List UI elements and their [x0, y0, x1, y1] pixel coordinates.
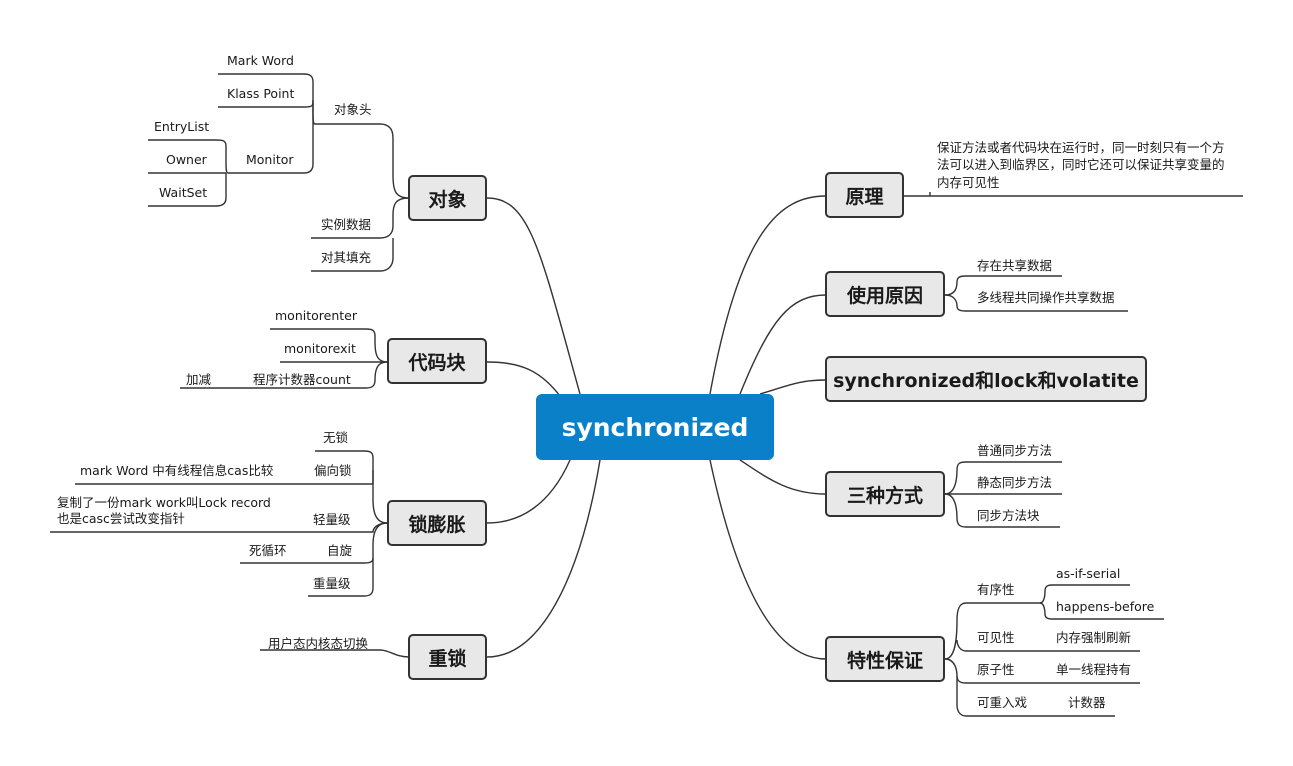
label-owner: Owner — [166, 152, 207, 167]
link-heavy — [486, 459, 601, 658]
label-biased-note: mark Word 中有线程信息cas比较 — [80, 463, 274, 478]
label-monitorexit: monitorexit — [284, 341, 356, 356]
central-topic[interactable]: synchronized — [536, 394, 774, 460]
label-multi-thread: 多线程共同操作共享数据 — [977, 290, 1115, 305]
label-static-sync: 静态同步方法 — [977, 475, 1053, 490]
label-object-header: 对象头 — [334, 102, 372, 117]
label-principle-line1: 保证方法或者代码块在运行时，同一时刻只有一个方 — [937, 140, 1225, 155]
label-memory-flush: 内存强制刷新 — [1056, 630, 1132, 645]
label-biased-lock: 偏向锁 — [314, 463, 352, 478]
label-reentrant: 可重入戏 — [977, 695, 1028, 710]
label-counter: 计数器 — [1068, 695, 1106, 710]
topic-reason[interactable]: 使用原因 — [825, 271, 945, 317]
link-feature — [709, 459, 827, 660]
label-single-thread: 单一线程持有 — [1056, 662, 1132, 677]
topic-code-block[interactable]: 代码块 — [387, 338, 487, 384]
label-monitorenter: monitorenter — [275, 308, 357, 323]
label-no-lock: 无锁 — [323, 430, 349, 445]
link-compare — [759, 379, 827, 395]
label-ordering: 有序性 — [977, 582, 1015, 597]
label-light-note-1: 复制了一份mark work叫Lock record — [57, 495, 271, 510]
label-shared-data: 存在共享数据 — [977, 258, 1053, 273]
link-reason — [739, 294, 827, 395]
link-block — [486, 361, 561, 397]
label-light-note-2: 也是casc尝试改变指针 — [57, 511, 185, 526]
link-three — [739, 459, 827, 495]
label-mode-switch: 用户态内核态切换 — [268, 636, 369, 651]
label-spin: 自旋 — [327, 543, 353, 558]
label-entry-list: EntryList — [154, 119, 210, 134]
label-program-counter: 程序计数器count — [253, 372, 351, 387]
label-principle-line2: 法可以进入到临界区，同时它还可以保证共享变量的 — [937, 157, 1225, 172]
link-principle — [709, 195, 827, 395]
label-wait-set: WaitSet — [159, 185, 208, 200]
label-infinite-loop: 死循环 — [249, 543, 287, 558]
label-padding: 对其填充 — [321, 250, 372, 265]
label-lightweight: 轻量级 — [313, 512, 351, 527]
label-visibility: 可见性 — [977, 630, 1015, 645]
label-monitor: Monitor — [246, 152, 294, 167]
topic-lock-inflation[interactable]: 锁膨胀 — [387, 500, 487, 546]
label-as-if-serial: as-if-serial — [1056, 566, 1121, 581]
link-object — [486, 197, 581, 395]
topic-compare[interactable]: synchronized和lock和volatite — [825, 356, 1147, 402]
topic-principle[interactable]: 原理 — [825, 172, 904, 218]
label-add-subtract: 加减 — [186, 372, 212, 387]
label-principle-line3: 内存可见性 — [937, 175, 1000, 190]
label-atomicity: 原子性 — [977, 662, 1015, 677]
label-normal-sync: 普通同步方法 — [977, 443, 1053, 458]
link-inflation — [486, 459, 571, 524]
label-instance-data: 实例数据 — [321, 217, 372, 232]
label-mark-word: Mark Word — [227, 53, 294, 68]
topic-heavy-lock[interactable]: 重锁 — [408, 634, 487, 680]
topic-feature[interactable]: 特性保证 — [825, 636, 945, 682]
label-heavyweight: 重量级 — [313, 576, 351, 591]
topic-object[interactable]: 对象 — [408, 175, 487, 221]
topic-three-ways[interactable]: 三种方式 — [825, 471, 945, 517]
label-klass-point: Klass Point — [227, 86, 295, 101]
label-happens-before: happens-before — [1056, 599, 1155, 614]
label-sync-block: 同步方法块 — [977, 508, 1040, 523]
